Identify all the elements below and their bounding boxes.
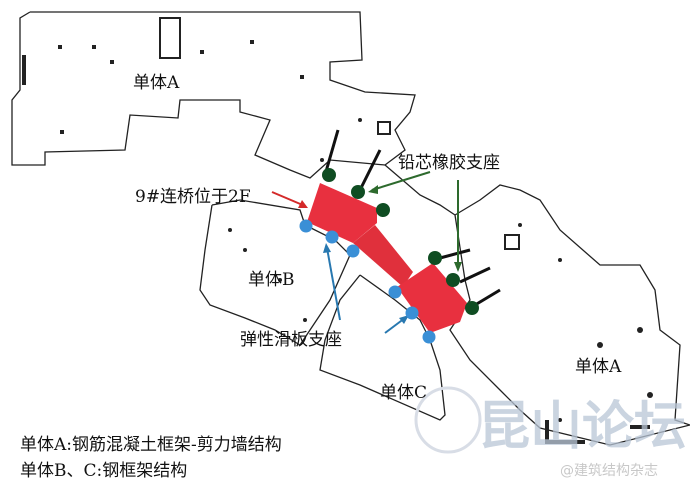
lead-rubber-bearing-dot xyxy=(446,273,460,287)
bridge-block-2 xyxy=(397,263,467,333)
lead-rubber-bearing-dot xyxy=(428,251,442,265)
bridge-block-1 xyxy=(307,183,377,243)
elastic-sliding-bearing-dot xyxy=(325,230,339,244)
lead-rubber-bearing-dot xyxy=(351,185,365,199)
lead-rubber-bearings xyxy=(322,168,479,315)
bridge-connector xyxy=(353,225,413,287)
label-unit-c: 单体C xyxy=(380,383,428,403)
lead-rubber-bearing-dot xyxy=(322,168,336,182)
walls xyxy=(323,129,501,307)
elastic-sliding-bearings xyxy=(299,219,436,344)
unit-a-top-outline xyxy=(11,11,416,179)
label-unit-a-right: 单体A xyxy=(575,357,622,377)
watermark-forum: 昆山论坛 xyxy=(478,397,687,457)
arrows xyxy=(271,171,462,334)
watermark-weibo: @建筑结构杂志 xyxy=(560,463,658,479)
elastic-sliding-bearing-dot xyxy=(346,244,360,258)
watermark-logo-icon xyxy=(414,386,482,454)
label-unit-b: 单体B xyxy=(248,270,295,290)
lead-rubber-bearing-dot xyxy=(465,301,479,315)
label-bridge: 9#连桥位于2F xyxy=(135,187,251,207)
elastic-sliding-bearing-dot xyxy=(405,306,419,320)
elastic-sliding-bearing-dot xyxy=(388,285,402,299)
label-elastic-sliding-bearing: 弹性滑板支座 xyxy=(240,330,342,350)
elastic-sliding-bearing-dot xyxy=(299,219,313,233)
unit-b-outline xyxy=(199,199,351,346)
columns xyxy=(22,17,653,444)
elastic-sliding-bearing-dot xyxy=(422,330,436,344)
label-unit-a-top: 单体A xyxy=(133,73,180,93)
legend-line-1: 单体A:钢筋混凝土框架-剪力墙结构 xyxy=(20,435,282,455)
bridge xyxy=(307,183,467,333)
legend-line-2: 单体B、C:钢框架结构 xyxy=(20,461,188,481)
label-lead-rubber-bearing: 铅芯橡胶支座 xyxy=(398,153,500,173)
unit-a-right-outline xyxy=(449,184,690,446)
lead-rubber-bearing-dot xyxy=(376,203,390,217)
